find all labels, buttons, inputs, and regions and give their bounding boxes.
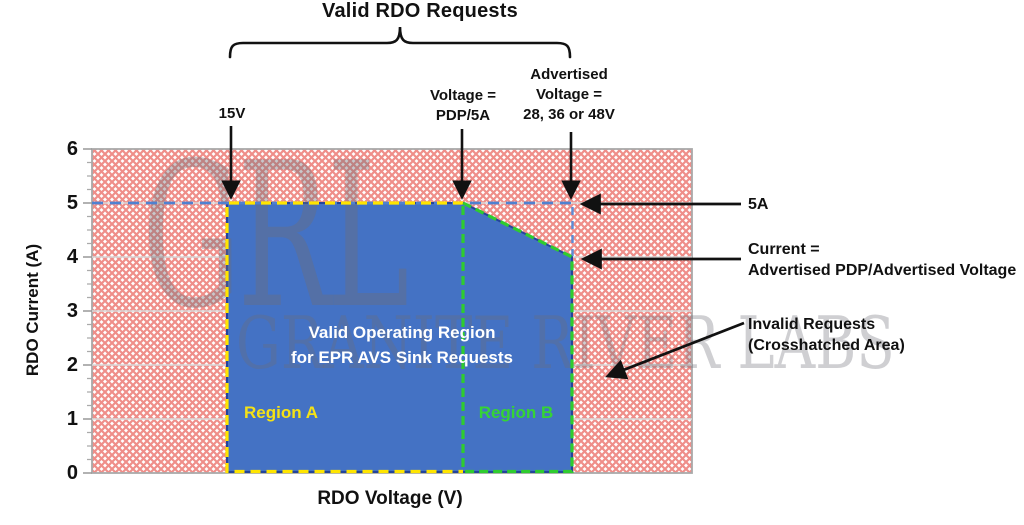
valid-region-label-line1: Valid Operating Region — [308, 323, 496, 342]
diagram-title: Valid RDO Requests — [322, 0, 518, 22]
y-tick-4: 4 — [66, 246, 78, 268]
label-invalid-line1: Invalid Requests — [748, 316, 876, 333]
label-advertised-line1: Advertised — [530, 66, 608, 83]
label-pdp: Voltage = PDP/5A — [403, 86, 523, 126]
y-axis-minor-ticks — [87, 161, 92, 461]
valid-region-label: Valid Operating Region for EPR AVS Sink … — [252, 320, 552, 370]
label-advertised-line3: 28, 36 or 48V — [523, 106, 615, 123]
watermark-granite-river-labs: GRANITE RIVER LABS — [236, 302, 895, 386]
y-axis-title: RDO Current (A) — [23, 243, 42, 377]
y-tick-2: 2 — [66, 354, 78, 376]
arrow-invalid — [605, 321, 745, 380]
watermark-grl: GRL — [142, 121, 407, 353]
label-invalid: Invalid Requests (Crosshatched Area) — [748, 314, 905, 356]
region-a-label: Region A — [244, 403, 318, 422]
label-pdp-line1: Voltage = — [430, 87, 496, 104]
y-tick-5: 5 — [66, 192, 78, 214]
y-tick-1: 1 — [66, 408, 78, 430]
label-advertised-line2: Voltage = — [536, 86, 602, 103]
label-pdp-line2: PDP/5A — [435, 107, 491, 124]
y-axis-major-ticks — [83, 148, 92, 474]
label-5a: 5A — [748, 196, 769, 213]
y-tick-0: 0 — [66, 462, 78, 484]
brace — [228, 26, 572, 59]
label-current: Current = Advertised PDP/Advertised Volt… — [748, 239, 1016, 281]
region-a-border — [225, 201, 463, 474]
label-invalid-line2: (Crosshatched Area) — [748, 337, 905, 354]
label-advertised: Advertised Voltage = 28, 36 or 48V — [499, 65, 639, 125]
region-b-border — [461, 201, 574, 474]
y-tick-6: 6 — [66, 138, 78, 160]
x-axis-title: RDO Voltage (V) — [317, 488, 463, 509]
valid-region-label-line2: for EPR AVS Sink Requests — [291, 348, 513, 367]
label-current-line1: Current = — [748, 241, 820, 258]
label-current-line2: Advertised PDP/Advertised Voltage — [748, 262, 1017, 279]
label-15v: 15V — [218, 105, 246, 122]
region-b-label: Region B — [478, 403, 554, 422]
y-tick-3: 3 — [66, 300, 78, 322]
